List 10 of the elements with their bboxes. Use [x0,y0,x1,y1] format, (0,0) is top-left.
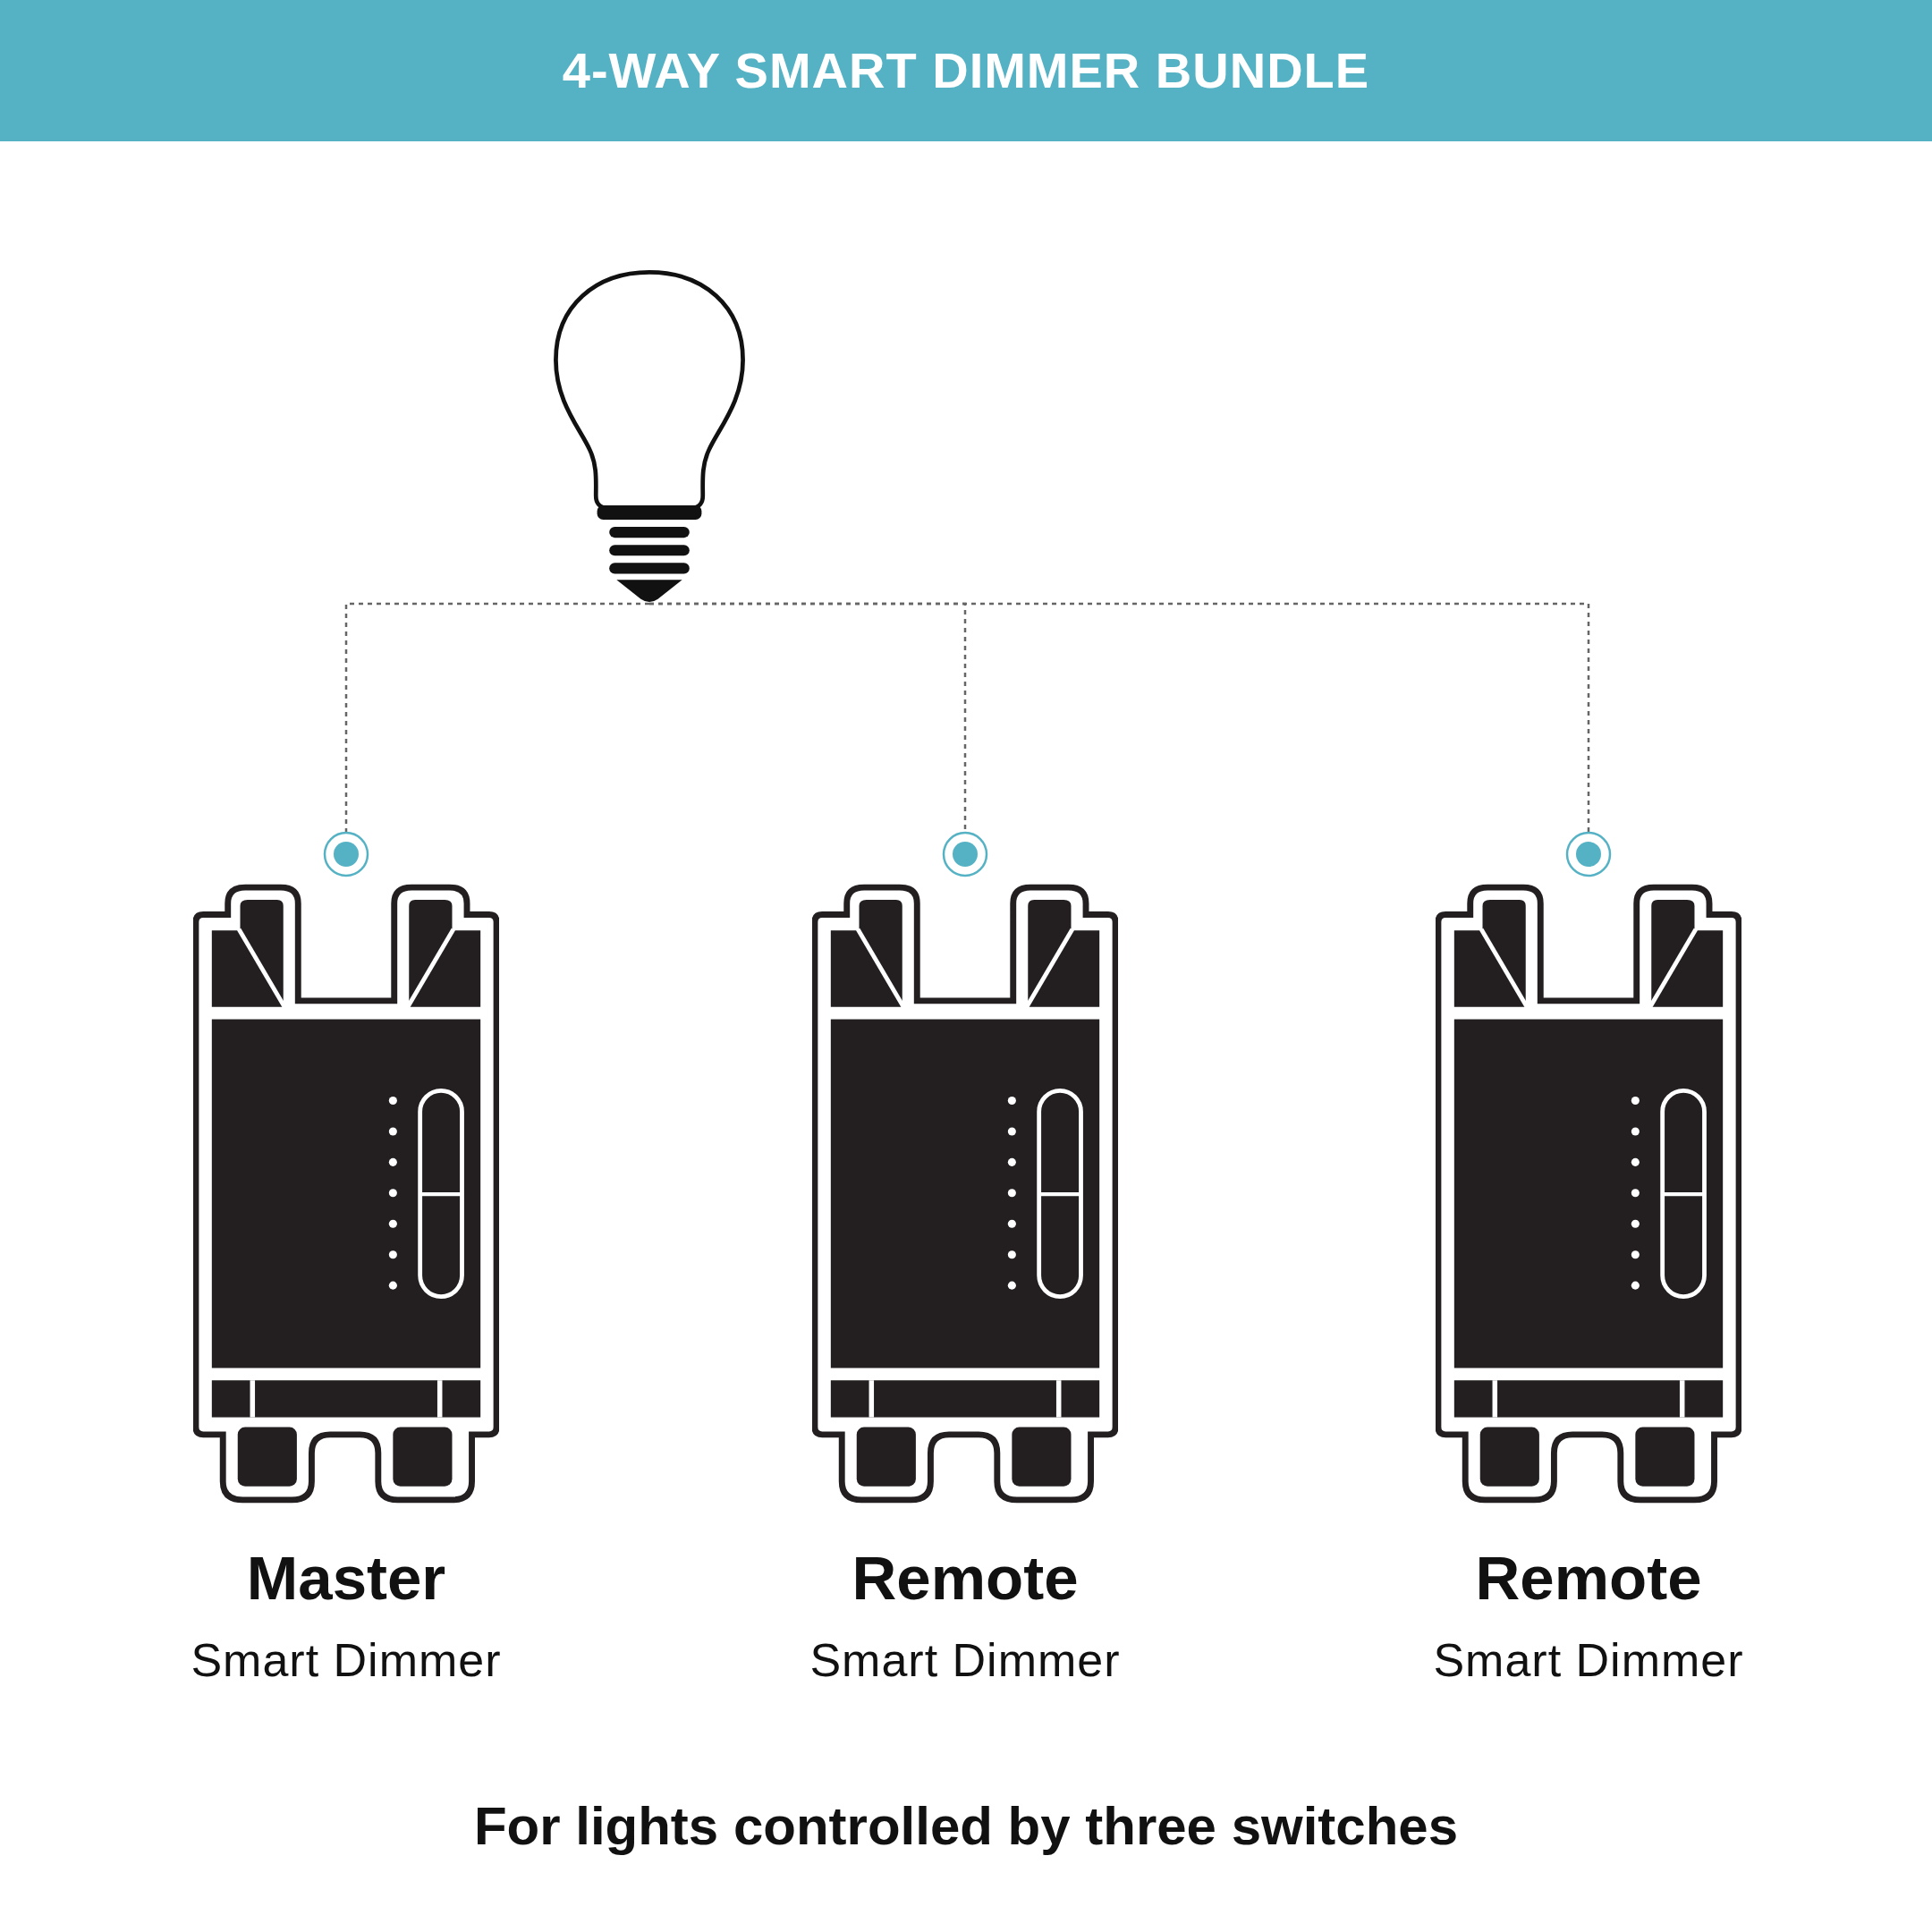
device-name: Smart Dimmer [1432,1633,1745,1688]
device-role: Remote [851,1543,1080,1614]
title: 4-WAY SMART DIMMER BUNDLE [561,41,1371,100]
device-name: Smart Dimmer [190,1633,503,1688]
dotted-connector [323,602,649,877]
caption: For lights controlled by three switches [472,1795,1460,1858]
dotted-connector [649,602,1612,877]
device-role: Remote [1474,1543,1703,1614]
device-role: Master [245,1543,447,1614]
device-name: Smart Dimmer [809,1633,1122,1688]
